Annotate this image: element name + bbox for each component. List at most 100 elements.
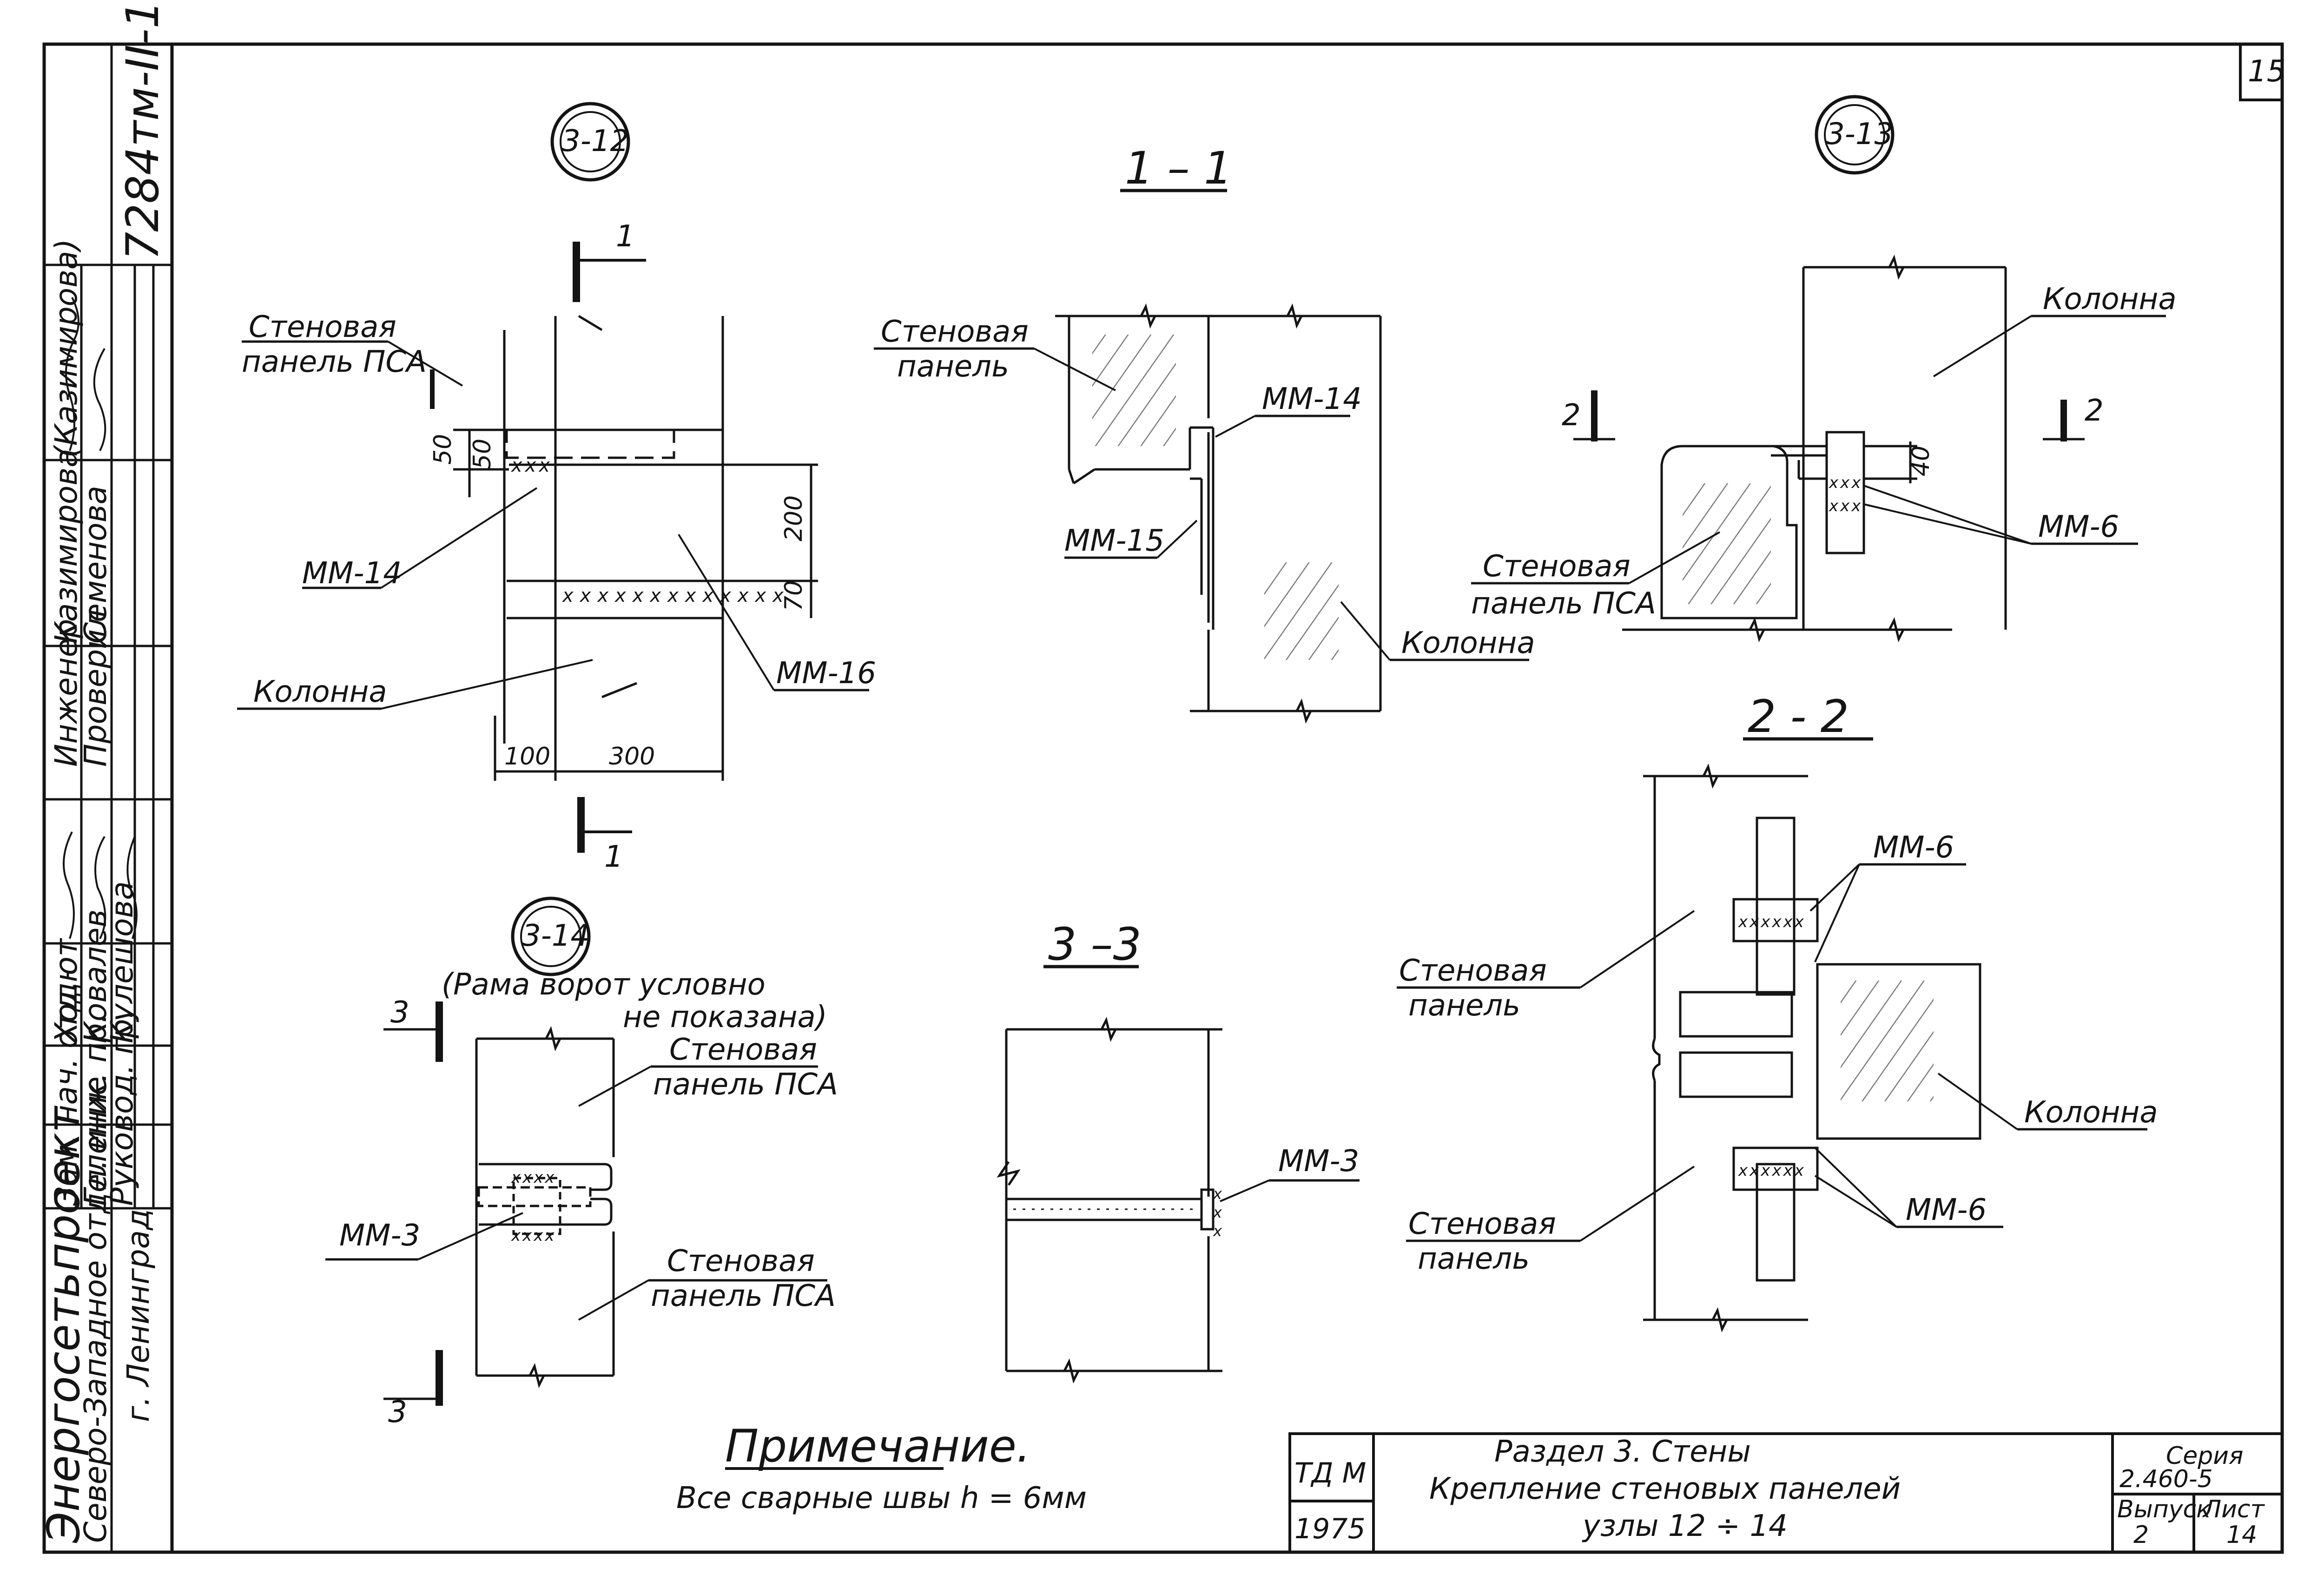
- section-2-2-panel-label-bottom-1: Стеновая: [1408, 1207, 1556, 1241]
- section-2-2-mm6-top: ММ-6: [1873, 830, 1954, 865]
- note-text: Все сварные швы h = 6мм: [676, 1481, 1087, 1515]
- section-1-1-panel-hatch: [1092, 335, 1176, 446]
- section-2-2-title: 2 - 2: [1748, 691, 1849, 743]
- section-2-2-panel-label-bottom-2: панель: [1418, 1242, 1530, 1276]
- title-block: [1288, 1432, 2284, 1554]
- weld-marks-14a: xxxx: [511, 1168, 556, 1187]
- node-12-dim-200: 200: [780, 495, 808, 541]
- node-12-panel-label-2: панель ПСА: [242, 345, 427, 379]
- title-block-org: ТД М: [1294, 1457, 1366, 1489]
- name-khodyut: Ходют: [48, 937, 84, 1045]
- node-13-cut-label-right: 2: [2085, 394, 2104, 428]
- title-block-line3: узлы 12 ÷ 14: [1582, 1509, 1788, 1543]
- title-block-sheet-value: 14: [2226, 1521, 2257, 1549]
- doc-code: 7284тм-II-16: [117, 0, 169, 260]
- side-stamp: [44, 44, 172, 1552]
- section-2-2-panel-label-top-2: панель: [1408, 988, 1520, 1023]
- node-14-note-2: не показана): [623, 1000, 827, 1034]
- title-block-issue-value: 2: [2133, 1521, 2149, 1549]
- section-2-2-panel-label-top-1: Стеновая: [1399, 954, 1547, 988]
- role-group-head: Руковод. гр.: [104, 1009, 140, 1206]
- sheet-frame: [42, 42, 2284, 1554]
- node-12-dim-50b: 50: [469, 439, 496, 469]
- note-title: Примечание.: [725, 1420, 1030, 1472]
- node-12: 3-12 1 1: [237, 102, 876, 874]
- node-12-marker-outer: [550, 102, 630, 182]
- note-block: Примечание. Все сварные швы h = 6мм: [676, 1420, 1087, 1515]
- node-12-mm16-label: ММ-16: [776, 656, 876, 691]
- section-1-1-mm14-label: ММ-14: [1262, 382, 1362, 416]
- title-block-series-value: 2.460-5: [2119, 1465, 2213, 1493]
- node-12-dim-300: 300: [609, 743, 655, 771]
- section-1-1-mm15-label: ММ-15: [1064, 524, 1164, 558]
- node-12-panel-label-1: Стеновая: [249, 310, 396, 344]
- node-12-column-label: Колонна: [253, 675, 387, 709]
- section-1-1-panel-label-2: панель: [897, 349, 1009, 384]
- node-13-column-label: Колонна: [2043, 282, 2177, 316]
- node-13-mm6-label: ММ-6: [2038, 510, 2119, 544]
- node-13-dim-40: 40: [1907, 446, 1935, 476]
- node-12-mm14-label: ММ-14: [302, 556, 402, 591]
- org-branch: Северо-Западное отделение: [78, 1076, 113, 1543]
- stamp-names: Казимирова Семенова Ходют Ковалев Кулешо…: [48, 239, 140, 1045]
- name-kazimirova-alt: (Казимирова): [48, 239, 84, 458]
- name-kazimirova: Казимирова: [48, 448, 84, 644]
- node-13-panel-label-1: Стеновая: [1483, 549, 1631, 584]
- node-14-panel-label-top-1: Стеновая: [669, 1033, 817, 1067]
- section-3-3-title: 3 –3: [1048, 918, 1142, 970]
- section-3-3: 3 –3 x x x ММ-3: [997, 918, 1360, 1384]
- section-1-1-title: 1 – 1: [1125, 142, 1232, 194]
- title-block-year: 1975: [1294, 1513, 1366, 1545]
- org-city: г. Ленинград: [120, 1209, 156, 1422]
- signatures: [63, 297, 138, 939]
- node-14: 3-14 (Рама ворот условно не показана) 3 …: [325, 896, 838, 1429]
- section-2-2-column-label: Колонна: [2024, 1095, 2158, 1130]
- node-14-panel-label-bottom-2: панель ПСА: [651, 1279, 836, 1313]
- title-block-issue-label: Выпуск: [2117, 1495, 2211, 1523]
- weld-marks-12b: xxx: [510, 455, 553, 476]
- node-14-panel-label-top-2: панель ПСА: [653, 1067, 838, 1102]
- node-13-panel-label-2: панель ПСА: [1471, 586, 1656, 621]
- name-kuleshova: Кулешова: [104, 881, 140, 1043]
- node-13-cut-label-left: 2: [1562, 398, 1581, 433]
- node-12-dim-70: 70: [780, 580, 808, 611]
- weld-marks-12: xxxxxxxxxxxxx: [561, 585, 790, 606]
- role-engineer: Инженер: [48, 619, 84, 767]
- name-kovalev: Ковалев: [78, 909, 113, 1043]
- title-block-sheet-label: Лист: [2202, 1495, 2265, 1523]
- node-12-dim-50a: 50: [429, 434, 457, 465]
- role-deputy-head: Зам. нач. отд.: [48, 981, 84, 1206]
- sheet-number-box: 15: [2239, 43, 2285, 101]
- weld-marks-33: x: [1213, 1185, 1222, 1203]
- section-1-1-panel-label-1: Стеновая: [881, 315, 1029, 349]
- weld-marks-13b: xxx: [1829, 497, 1862, 515]
- title-block-series-label: Серия: [2166, 1442, 2243, 1470]
- weld-marks-33c: x: [1213, 1222, 1222, 1240]
- role-chief-engineer: Гл. инж. пр.: [78, 1014, 113, 1206]
- title-block-line1: Раздел 3. Стены: [1494, 1435, 1751, 1469]
- weld-marks-13: xxx: [1829, 474, 1862, 492]
- section-1-1-column-hatch: [1264, 562, 1339, 660]
- node-12-dim-100: 100: [504, 743, 550, 771]
- section-2-2: 2 - 2 xxxxxx xxxxxx ММ-6: [1397, 691, 2158, 1333]
- section-2-2-mm6-bottom: ММ-6: [1906, 1193, 1987, 1227]
- title-block-line2: Крепление стеновых панелей: [1429, 1472, 1901, 1506]
- section-1-1: 1 – 1 Стеновая панель ММ-: [874, 142, 1535, 724]
- sheet-number: 15: [2248, 54, 2285, 89]
- name-semenova: Семенова: [78, 486, 113, 644]
- node-13-marker-label: 3-13: [1826, 117, 1893, 151]
- node-12-marker-label: 3-12: [561, 124, 629, 158]
- weld-marks-22a: xxxxxx: [1738, 913, 1806, 931]
- node-14-note-1: (Рама ворот условно: [442, 968, 766, 1002]
- node-14-cut-label-top: 3: [390, 995, 409, 1030]
- node-13: 3-13 xxx xxx 2 2 40 Колон: [1471, 95, 2177, 643]
- section-1-1-column-label: Колонна: [1401, 626, 1535, 660]
- node-14-cut-label-bottom: 3: [388, 1395, 407, 1429]
- org-name: Энергосетьпроект: [38, 1105, 90, 1543]
- node-12-cut-label-bottom: 1: [604, 840, 623, 874]
- section-3-3-mm3-label: ММ-3: [1278, 1144, 1359, 1179]
- node-14-marker-label: 3-14: [522, 919, 589, 953]
- weld-marks-22b: xxxxxx: [1738, 1161, 1806, 1180]
- stamp-roles: Инженер Проверил Гл. инж. пр. Зам. нач. …: [48, 610, 140, 1206]
